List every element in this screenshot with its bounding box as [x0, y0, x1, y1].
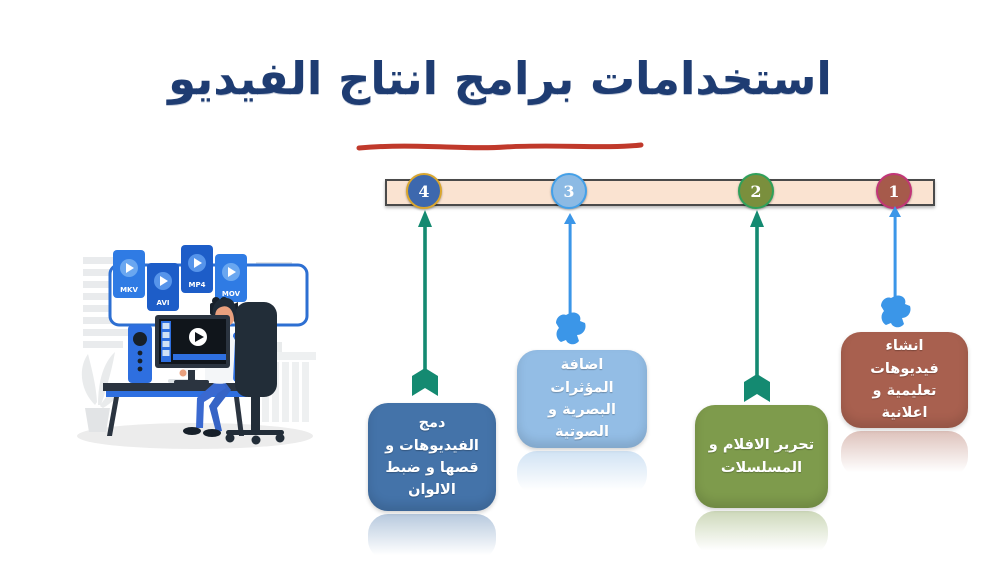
person-leg-back [209, 382, 231, 432]
timeline-step-4: 4 [406, 173, 442, 209]
box-reflection-4 [368, 514, 496, 560]
box-reflection-3 [517, 451, 647, 495]
timeline-step-1: 1 [876, 173, 912, 209]
arrow-up-step-1 [881, 206, 911, 328]
step-number: 2 [750, 181, 762, 201]
office-chair [225, 302, 285, 445]
desk [103, 383, 250, 436]
box-reflection-1 [841, 431, 968, 477]
speaker-left [128, 325, 152, 383]
usage-label: تحرير الافلام و المسلسلات [708, 437, 815, 476]
svg-text:MP4: MP4 [189, 281, 206, 289]
person-shoe [203, 429, 221, 437]
arrow-up-step-4 [412, 210, 438, 396]
usage-box-3: اضافة المؤثرات البصرية و الصوتية [517, 350, 647, 448]
usage-label: انشاء فيديوهات تعليمية و اعلانية [870, 338, 939, 422]
box-reflection-2 [695, 511, 828, 555]
file-icon-mp4: MP4 [181, 245, 213, 293]
illustration-video-editor: MKV AVI MP4 MOV [77, 245, 316, 449]
usage-label: اضافة المؤثرات البصرية و الصوتية [548, 357, 616, 441]
svg-text:MKV: MKV [120, 286, 138, 294]
monitor [155, 315, 230, 384]
usage-box-1: انشاء فيديوهات تعليمية و اعلانية [841, 332, 968, 428]
svg-text:MOV: MOV [222, 290, 241, 298]
usage-label: دمج الفيديوهات و قصها و ضبط الالوان [385, 415, 479, 499]
timeline-step-2: 2 [738, 173, 774, 209]
timeline-bar [385, 179, 935, 206]
person-hair [212, 298, 237, 324]
person-hand [179, 369, 187, 377]
person-shoe [183, 427, 201, 435]
file-icon-mov: MOV [215, 254, 247, 302]
usage-box-4: دمج الفيديوهات و قصها و ضبط الالوان [368, 403, 496, 511]
step-number: 4 [418, 181, 430, 201]
timeline-step-3: 3 [551, 173, 587, 209]
file-icon-mkv: MKV [113, 250, 145, 298]
person-leg-front [196, 378, 226, 428]
step-number: 1 [888, 181, 900, 201]
arrow-up-step-3 [556, 213, 586, 345]
page-title: استخدامات برامج انتاج الفيديو [168, 52, 832, 105]
video-files-panel: MKV AVI MP4 MOV [108, 245, 309, 327]
arrow-up-step-2 [744, 210, 770, 402]
svg-text:AVI: AVI [157, 299, 170, 307]
file-icon-avi: AVI [147, 263, 179, 311]
step-number: 3 [563, 181, 575, 201]
usage-box-2: تحرير الافلام و المسلسلات [695, 405, 828, 508]
title-underline [356, 142, 644, 151]
